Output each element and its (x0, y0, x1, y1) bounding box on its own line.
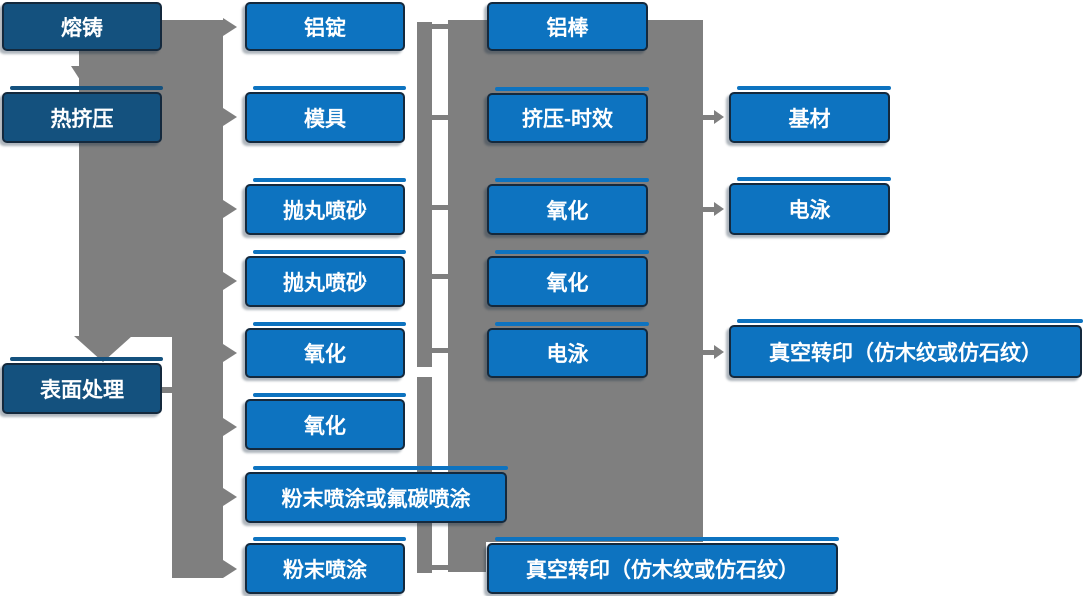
collector-link-3 (432, 205, 448, 210)
aluminum-ingot-box: 铝锭 (245, 2, 405, 51)
arrow-shaft-to-electrophoresis (702, 207, 714, 212)
surface-treatment-link (162, 387, 176, 393)
mold-box: 模具 (245, 86, 406, 143)
arrow-to-powder-fluorocarbon-icon (223, 488, 237, 506)
electrophoresis-box-1: 电泳 (487, 322, 649, 378)
arrow-down-to-hot-extrusion-icon (71, 66, 93, 83)
arrow-to-shot-blast-1-icon (223, 200, 237, 218)
oxidation-box-1: 氧化 (245, 322, 406, 378)
collector-link-4 (432, 274, 448, 279)
arrow-to-oxidation-2-icon (223, 418, 237, 436)
hot-extrusion-box: 热挤压 (2, 86, 163, 143)
surface-trunk-connector (172, 330, 223, 578)
process-block-descender (448, 542, 486, 572)
arrow-to-powder-coating-icon (223, 560, 237, 578)
vacuum-transfer-box-1: 真空转印（仿木纹或仿石纹） (487, 537, 839, 594)
arrow-to-shot-blast-2-icon (223, 272, 237, 290)
main-trunk-connector (79, 20, 223, 337)
arrow-shaft-to-vacuum-transfer (702, 350, 714, 355)
powder-coating-box: 粉末喷涂 (245, 537, 406, 594)
shot-blast-sandblast-box-2: 抛丸喷砂 (245, 250, 406, 307)
arrow-to-oxidation-1-icon (223, 344, 237, 362)
surface-treatment-box: 表面处理 (2, 357, 163, 414)
collector-link-1 (432, 24, 448, 29)
vacuum-transfer-box-2: 真空转印（仿木纹或仿石纹） (729, 319, 1083, 378)
oxidation-box-3: 氧化 (487, 178, 649, 235)
extrusion-aging-box: 挤压-时效 (487, 87, 649, 143)
collector-bar-top (417, 22, 432, 367)
oxidation-box-4: 氧化 (487, 250, 649, 307)
collector-link-6 (432, 565, 448, 570)
arrow-to-aluminum-ingot-icon (223, 18, 237, 36)
shot-blast-sandblast-box-1: 抛丸喷砂 (245, 178, 406, 235)
powder-or-fluorocarbon-coating-box: 粉末喷涂或氟碳喷涂 (245, 466, 508, 523)
aluminum-rod-box: 铝棒 (487, 2, 648, 51)
arrow-to-mold-icon (223, 108, 237, 126)
arrow-to-base-material-icon (714, 110, 724, 124)
arrow-to-electrophoresis-icon (714, 202, 724, 216)
base-material-box: 基材 (729, 86, 891, 143)
electrophoresis-box-2: 电泳 (729, 177, 891, 235)
melt-casting-box: 熔铸 (2, 2, 162, 51)
arrow-to-vacuum-transfer-icon (714, 345, 724, 359)
collector-link-2 (432, 115, 448, 120)
oxidation-box-2: 氧化 (245, 393, 406, 450)
arrow-shaft-to-base-material (702, 115, 714, 120)
collector-link-5 (432, 348, 448, 353)
